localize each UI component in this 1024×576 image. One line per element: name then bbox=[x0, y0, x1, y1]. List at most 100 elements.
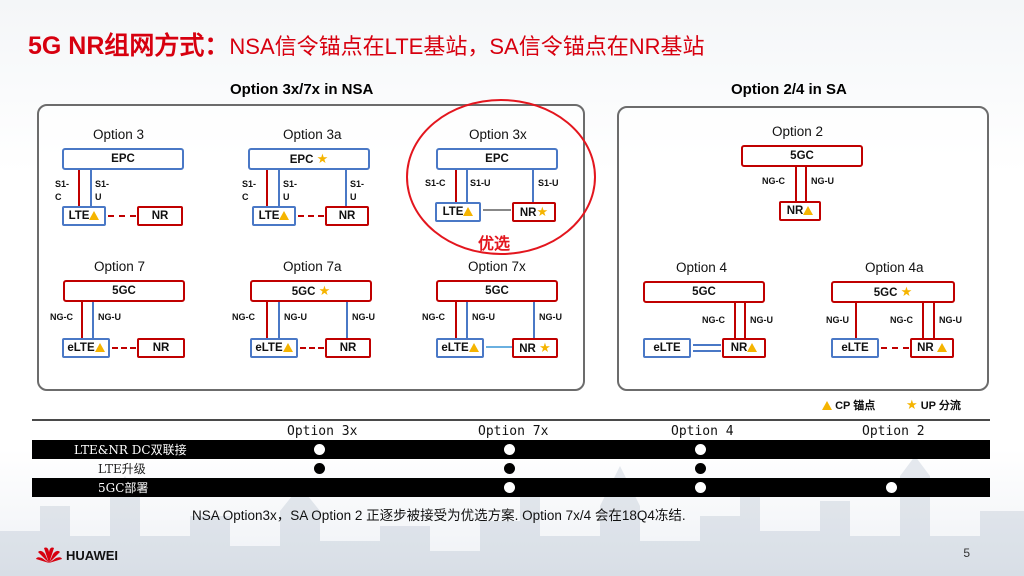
option-3a-x2-link bbox=[298, 215, 324, 217]
option-7-if-c: NG-C bbox=[50, 312, 73, 322]
option-7x-if-c: NG-C bbox=[422, 312, 445, 322]
brand-name: HUAWEI bbox=[66, 548, 118, 563]
cp-anchor-icon bbox=[937, 343, 947, 352]
option-4a-elte-up-line bbox=[855, 303, 857, 338]
option-2-if-u: NG-U bbox=[811, 176, 834, 186]
up-split-star-icon: ★ bbox=[319, 283, 331, 298]
option-2-nr-label: NR bbox=[787, 205, 804, 217]
table-row: LTE升级 bbox=[32, 459, 990, 478]
option-7-nr: NR bbox=[137, 338, 185, 358]
row-label: 5GC部署 bbox=[98, 479, 148, 496]
option-7a-elte: eLTE bbox=[250, 338, 298, 358]
preferred-label: 优选 bbox=[478, 230, 510, 254]
option-4a-cp-line bbox=[922, 303, 924, 338]
nsa-header: Option 3x/7x in NSA bbox=[230, 81, 373, 98]
page-number: 5 bbox=[963, 546, 970, 560]
option-3-core: EPC bbox=[62, 148, 184, 170]
column-header: Option 3x bbox=[287, 424, 357, 439]
option-7a-if-u: NG-U bbox=[284, 312, 307, 322]
option-3a-if-c: S1- C bbox=[242, 178, 256, 204]
option-4a-xn-link bbox=[881, 347, 909, 349]
option-3-label: Option 3 bbox=[93, 127, 144, 142]
option-3a-cp-line bbox=[266, 170, 268, 206]
option-7-elte-label: eLTE bbox=[67, 342, 94, 354]
option-2-core: 5GC bbox=[741, 145, 863, 167]
column-header: Option 4 bbox=[671, 424, 734, 439]
option-3a-nr-up-line bbox=[345, 170, 347, 206]
option-4-nr: NR bbox=[722, 338, 766, 358]
option-7-label: Option 7 bbox=[94, 259, 145, 274]
option-4a-nr-label: NR bbox=[917, 342, 934, 354]
option-4a-if-u: NG-U bbox=[939, 315, 962, 325]
cp-anchor-icon bbox=[95, 343, 105, 352]
cp-anchor-icon bbox=[469, 343, 479, 352]
legend-up-label: UP 分流 bbox=[921, 400, 961, 412]
check-dot bbox=[695, 482, 706, 493]
option-7-xn-link bbox=[112, 347, 136, 349]
huawei-petals-icon bbox=[36, 546, 62, 564]
option-3-lte-label: LTE bbox=[69, 210, 90, 222]
option-4a-up-line bbox=[933, 303, 935, 338]
option-4-cp-line bbox=[734, 303, 736, 338]
option-7-elte: eLTE bbox=[62, 338, 110, 358]
option-3-nr: NR bbox=[137, 206, 183, 226]
option-4a-if-c: NG-C bbox=[890, 315, 913, 325]
option-4-xn-link-a bbox=[693, 344, 721, 346]
row-label: LTE&NR DC双联接 bbox=[74, 441, 187, 458]
option-7x-nr-up-line bbox=[533, 302, 535, 338]
option-7x-nr: NR ★ bbox=[512, 338, 558, 358]
option-7a-nr: NR bbox=[325, 338, 371, 358]
option-7x-nr-label: NR bbox=[519, 343, 536, 355]
option-3-up-line bbox=[90, 170, 92, 206]
option-3a-lte-label: LTE bbox=[259, 210, 280, 222]
option-4a-label: Option 4a bbox=[865, 260, 924, 275]
option-3a-if-u2: S1- U bbox=[350, 178, 364, 204]
option-7x-elte: eLTE bbox=[436, 338, 484, 358]
option-7x-xn-link bbox=[486, 346, 512, 348]
check-dot bbox=[504, 463, 515, 474]
up-split-star-icon: ★ bbox=[906, 397, 918, 412]
option-7x-core: 5GC bbox=[436, 280, 558, 302]
option-2-if-c: NG-C bbox=[762, 176, 785, 186]
option-4a-if-u0: NG-U bbox=[826, 315, 849, 325]
option-7x-up-line bbox=[466, 302, 468, 338]
legend-cp-label: CP 锚点 bbox=[835, 400, 875, 412]
option-7x-if-u: NG-U bbox=[472, 312, 495, 322]
table-row: 5GC部署 bbox=[32, 478, 990, 497]
option-3a-up-line bbox=[278, 170, 280, 206]
cp-anchor-icon bbox=[803, 206, 813, 215]
up-split-star-icon: ★ bbox=[539, 340, 551, 355]
option-3a-lte: LTE bbox=[252, 206, 296, 226]
option-7a-core: 5GC ★ bbox=[250, 280, 372, 302]
check-dot bbox=[504, 444, 515, 455]
cp-anchor-icon bbox=[89, 211, 99, 220]
column-header: Option 2 bbox=[862, 424, 925, 439]
option-7x-elte-label: eLTE bbox=[441, 342, 468, 354]
option-3-x2-link bbox=[108, 215, 136, 217]
option-3a-if-u: S1- U bbox=[283, 178, 297, 204]
option-7a-up-line bbox=[278, 302, 280, 338]
title-main: 5G NR组网方式： bbox=[28, 32, 229, 60]
option-3a-core-label: EPC bbox=[290, 154, 314, 166]
option-3-cp-line bbox=[78, 170, 80, 206]
huawei-logo: HUAWEI bbox=[36, 546, 118, 564]
option-3a-label: Option 3a bbox=[283, 127, 342, 142]
cp-anchor-icon bbox=[283, 343, 293, 352]
legend-cp: CP 锚点 bbox=[822, 397, 875, 413]
option-3a-nr: NR bbox=[325, 206, 369, 226]
option-4a-core: 5GC ★ bbox=[831, 281, 955, 303]
up-split-star-icon: ★ bbox=[317, 151, 329, 166]
option-7-if-u: NG-U bbox=[98, 312, 121, 322]
option-2-up-line bbox=[805, 167, 807, 201]
slide-title: 5G NR组网方式：NSA信令锚点在LTE基站，SA信令锚点在NR基站 bbox=[28, 26, 704, 62]
option-7a-if-c: NG-C bbox=[232, 312, 255, 322]
option-7a-label: Option 7a bbox=[283, 259, 342, 274]
option-7-cp-line bbox=[81, 302, 83, 338]
legend-up: ★ UP 分流 bbox=[906, 397, 961, 413]
check-dot bbox=[314, 444, 325, 455]
check-dot bbox=[695, 444, 706, 455]
option-4-if-u: NG-U bbox=[750, 315, 773, 325]
option-4a-core-label: 5GC bbox=[874, 287, 898, 299]
option-4a-nr: NR bbox=[910, 338, 954, 358]
row-label: LTE升级 bbox=[98, 460, 146, 477]
